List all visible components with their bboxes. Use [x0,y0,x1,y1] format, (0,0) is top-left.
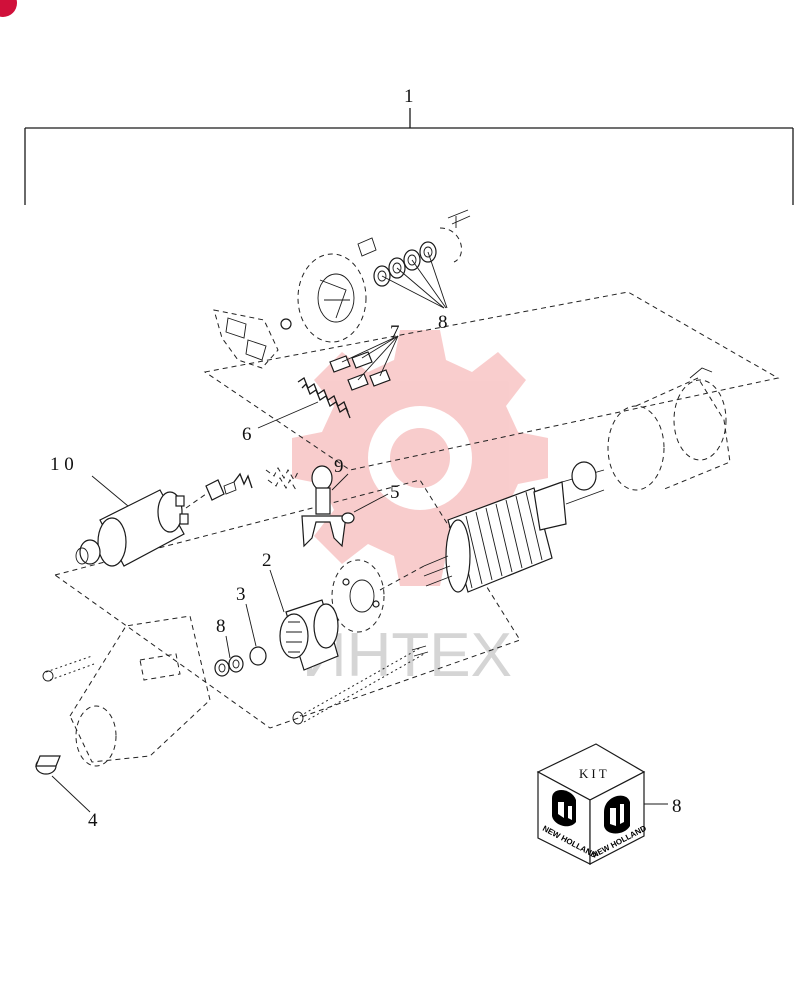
leader-10 [91,475,129,507]
callout-10: 1 0 [50,454,74,475]
new-holland-logo-right-icon [604,795,630,834]
plunger [185,472,253,509]
rear-washers [357,209,471,287]
brush-set [329,351,391,391]
plunger-spring [265,466,299,491]
callout-3: 3 [236,584,246,605]
brush-spring [297,377,351,419]
leader-9 [331,473,349,491]
washer-kit-lower [214,655,244,677]
bushing-front [249,646,267,666]
leader-5 [353,493,389,513]
shift-lever [301,465,347,548]
bushing-rear [35,755,61,775]
rear-end-plate [297,253,367,343]
leader-4 [51,775,91,813]
pivot-clip [341,512,355,524]
leader-8-upper [381,251,448,309]
kit-label: KIT [579,766,610,781]
armature [379,461,605,593]
leader-3 [245,603,257,647]
housing-outline-rear [203,291,780,471]
drive-pinion [279,599,339,671]
corner-badge-icon [0,0,17,17]
callout-2: 2 [262,550,272,571]
callout-1: 1 [404,86,414,107]
front-nose-housing [42,615,211,767]
callout-8-lower: 8 [216,616,226,637]
brush-holder-plate [213,309,292,369]
through-bolts [292,645,429,725]
drive-end-plate [331,559,385,633]
assembly-bracket [24,108,794,205]
leader-6 [257,401,319,429]
callout-5: 5 [390,482,400,503]
kit-box [536,743,646,865]
solenoid [75,489,189,567]
new-holland-logo-left-icon [552,789,576,827]
field-frame-housing [607,367,731,491]
leader-7 [341,335,399,381]
callout-7: 7 [390,322,400,343]
callout-8-kit: 8 [672,796,682,817]
callout-4: 4 [88,810,98,831]
callout-6: 6 [242,424,252,445]
callout-8-upper: 8 [438,312,448,333]
callout-9: 9 [334,456,344,477]
housing-outline-front [53,479,521,729]
leader-2 [269,569,285,613]
leader-8-lower [225,635,231,659]
